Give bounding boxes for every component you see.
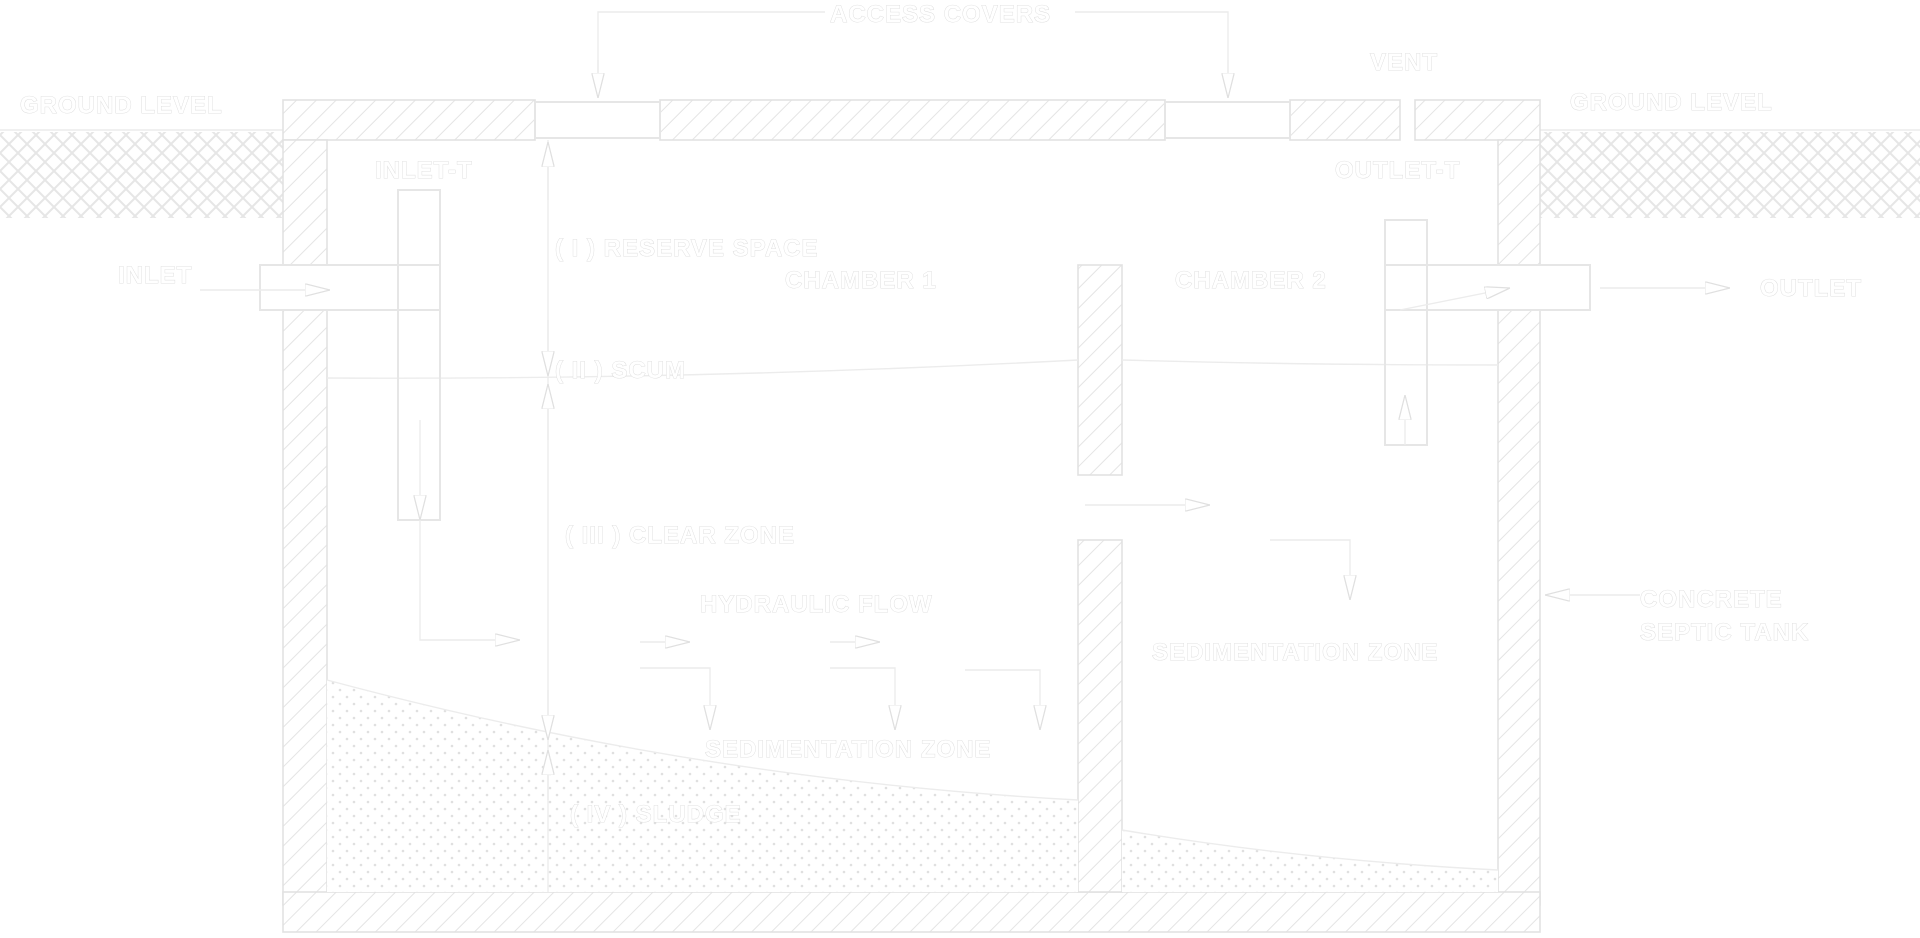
hydraulic-flow-path-1 xyxy=(419,520,520,640)
chamber-2-flow-path xyxy=(1270,539,1350,600)
sedimentation-zone-2-label: SEDIMENTATION ZONE xyxy=(1152,639,1438,666)
sludge-layer-chamber-2 xyxy=(1122,830,1498,892)
baffle-wall-upper xyxy=(1077,264,1123,476)
tank-left-wall-upper xyxy=(282,139,328,266)
access-covers-label: ACCESS COVERS xyxy=(830,1,1051,28)
outlet-t-label: OUTLET-T xyxy=(1335,157,1460,184)
outlet-pipe xyxy=(1384,264,1591,311)
sedimentation-zone-1-label: SEDIMENTATION ZONE xyxy=(705,736,991,763)
tank-right-wall-upper xyxy=(1497,139,1541,266)
soil-right xyxy=(1540,132,1920,218)
tank-right-wall-lower xyxy=(1497,309,1541,906)
concrete-label-line2: SEPTIC TANK xyxy=(1640,619,1809,646)
soil-left xyxy=(0,132,285,218)
access-cover-2 xyxy=(1164,101,1291,139)
ground-level-left-label: GROUND LEVEL xyxy=(20,92,223,119)
clear-zone-label: ( III ) CLEAR ZONE xyxy=(565,522,795,549)
sludge-surface-1 xyxy=(326,679,1079,801)
concrete-label-line1: CONCRETE xyxy=(1640,586,1783,613)
inlet-pipe xyxy=(259,264,441,311)
hydraulic-flow-label: HYDRAULIC FLOW xyxy=(700,591,933,618)
hydraulic-flow-path-3 xyxy=(830,667,895,730)
inlet-t-pipe xyxy=(397,189,441,521)
tank-left-wall-lower xyxy=(282,309,328,906)
chamber-1-label: CHAMBER 1 xyxy=(785,267,937,294)
outlet-label: OUTLET xyxy=(1760,275,1862,302)
tank-top-slab-a xyxy=(282,99,536,141)
outlet-t-pipe xyxy=(1384,219,1428,446)
chamber-2-label: CHAMBER 2 xyxy=(1175,267,1327,294)
access-cover-1 xyxy=(534,101,661,139)
scum-label: ( II ) SCUM xyxy=(555,357,686,384)
scum-layer xyxy=(326,359,1499,379)
outlet-flow-arrow xyxy=(1399,288,1510,311)
tank-top-slab-d xyxy=(1414,99,1541,141)
sludge-surface-2 xyxy=(1121,829,1499,871)
inlet-t-label: INLET-T xyxy=(375,157,473,184)
baffle-wall-lower xyxy=(1077,539,1123,893)
tank-top-slab-b xyxy=(659,99,1166,141)
ground-level-right-label: GROUND LEVEL xyxy=(1570,89,1773,116)
tank-top-slab-c xyxy=(1289,99,1401,141)
sludge-layer-chamber-1 xyxy=(327,680,1078,892)
hydraulic-flow-path-4 xyxy=(965,669,1040,730)
vent-label: VENT xyxy=(1370,49,1438,76)
sludge-label: ( IV ) SLUDGE xyxy=(570,801,742,828)
tank-bottom-slab xyxy=(282,891,1541,933)
reserve-space-label: ( I ) RESERVE SPACE xyxy=(555,235,819,262)
hydraulic-flow-path-2 xyxy=(640,667,710,730)
inlet-label: INLET xyxy=(118,262,192,289)
